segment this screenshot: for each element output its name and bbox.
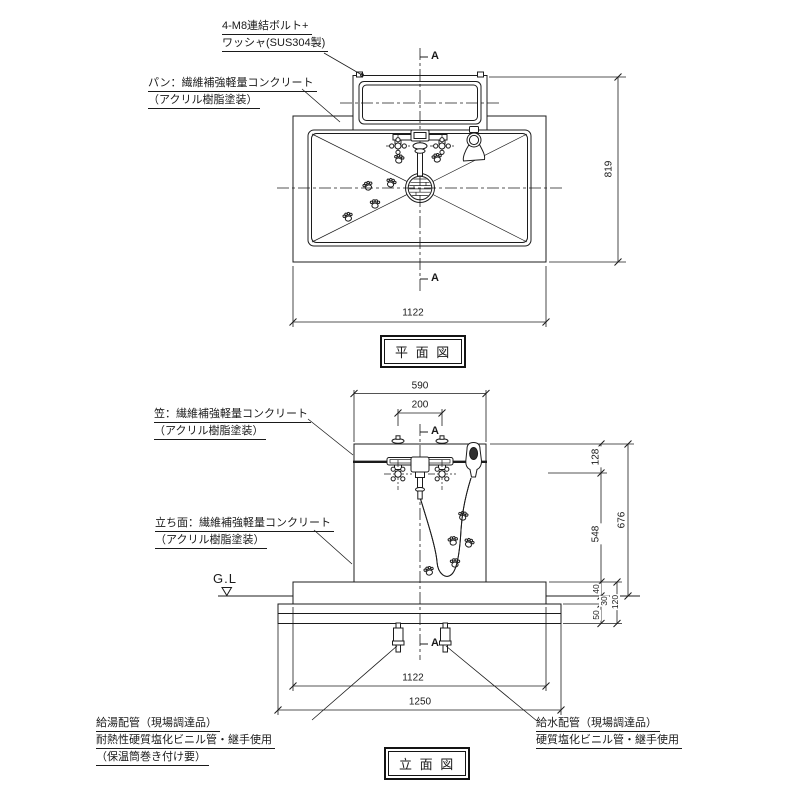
plan-view-geometry [277, 48, 626, 327]
elevation-title-box: 立 面 図 [384, 747, 471, 780]
plan-title: 平 面 図 [384, 339, 463, 364]
hand-shower-elevation-icon [420, 441, 483, 577]
plan-title-box: 平 面 図 [380, 335, 467, 368]
label-hot-line1: 給湯配管（現場調達品） [96, 717, 220, 732]
faucet-elevation-icon [384, 435, 456, 500]
dim-base-total: 120 [610, 593, 620, 611]
ground-level-label: G.L [213, 571, 237, 586]
elevation-view-geometry [218, 390, 640, 722]
ground-level-triangle-icon [221, 587, 233, 597]
label-hot-line3: （保温筒巻き付け要） [96, 751, 209, 766]
elevation-title: 立 面 図 [388, 751, 467, 776]
section-mark-plan-top: A [431, 50, 439, 62]
section-mark-plan-bottom: A [431, 272, 439, 284]
label-face-material: 立ち面：繊維補強軽量コンクリート （アクリル樹脂塗装） [155, 517, 334, 551]
dim-layer-mid: 30 [599, 595, 609, 607]
label-face-line1: 立ち面：繊維補強軽量コンクリート [155, 517, 334, 532]
dim-cap-to-valve: 128 [590, 446, 602, 468]
dim-valve-to-gl: 548 [590, 523, 602, 545]
label-bolt-line1: 4-M8連結ボルト+ [222, 20, 312, 35]
label-cap-material: 笠：繊維補強軽量コンクリート （アクリル樹脂塗装） [154, 408, 311, 442]
bolt-mark-right [477, 71, 484, 78]
dim-top-to-gl: 676 [616, 509, 628, 531]
label-cold-water-pipe: 給水配管（現場調達品） 硬質塩化ビニル管・継手使用 [536, 717, 682, 751]
label-pan-line2: （アクリル樹脂塗装） [148, 94, 261, 109]
faucet-plan-icon [386, 129, 454, 177]
dim-layer-bottom: 50 [591, 609, 601, 621]
bolt-mark-left [356, 71, 363, 78]
label-pan-line1: パン：繊維補強軽量コンクリート [148, 77, 317, 92]
label-cold-line2: 硬質塩化ビニル管・継手使用 [536, 734, 682, 749]
hand-shower-plan-icon [462, 126, 486, 162]
label-cold-line1: 給水配管（現場調達品） [536, 717, 660, 732]
hot-water-pipe-icon [392, 622, 405, 653]
section-mark-elev-top: A [431, 425, 439, 437]
cold-water-pipe-icon [439, 622, 452, 653]
dim-faucet-spacing: 200 [409, 399, 431, 411]
label-bolt-line2: ワッシャ(SUS304製) [222, 37, 329, 52]
dim-gravel-width: 1250 [406, 696, 434, 708]
dim-plan-width: 1122 [400, 307, 426, 319]
dim-plan-depth: 819 [603, 158, 615, 180]
label-hot-line2: 耐熱性硬質塩化ビニル管・継手使用 [96, 734, 275, 749]
label-hot-water-pipe: 給湯配管（現場調達品） 耐熱性硬質塩化ビニル管・継手使用 （保温筒巻き付け要） [96, 717, 275, 768]
label-cap-line2: （アクリル樹脂塗装） [154, 425, 267, 440]
dim-base-width: 1122 [400, 672, 426, 684]
label-pan-material: パン：繊維補強軽量コンクリート （アクリル樹脂塗装） [148, 77, 317, 111]
dim-cap-width: 590 [409, 380, 431, 392]
label-bolt-washer: 4-M8連結ボルト+ ワッシャ(SUS304製) [222, 20, 329, 54]
label-face-line2: （アクリル樹脂塗装） [155, 534, 268, 549]
label-cap-line1: 笠：繊維補強軽量コンクリート [154, 408, 311, 423]
dim-base-above-gl: 40 [591, 583, 601, 595]
section-mark-elev-bottom: A [431, 637, 439, 649]
